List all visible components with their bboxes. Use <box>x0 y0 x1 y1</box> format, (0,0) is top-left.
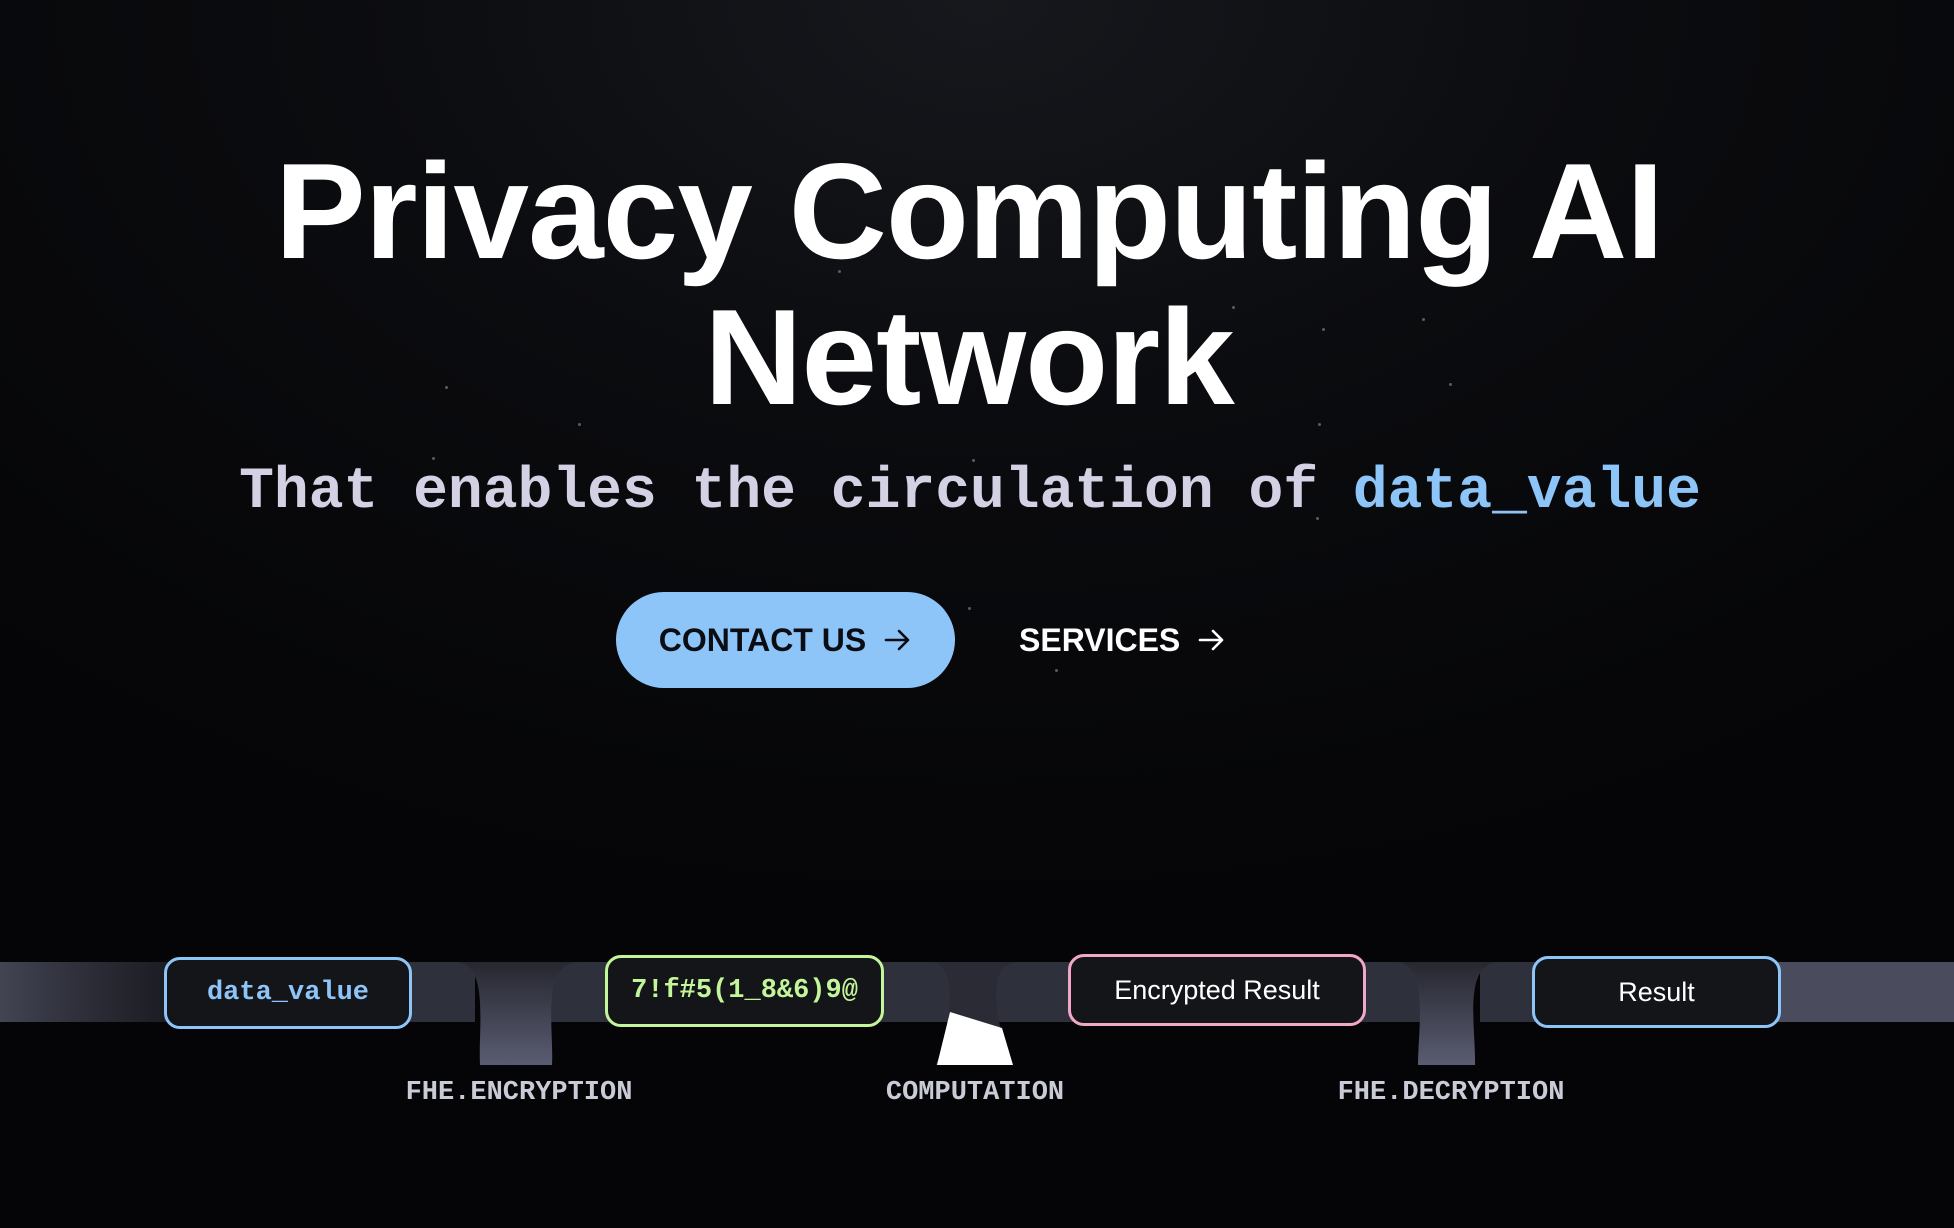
step-label-decryption: FHE.DECRYPTION <box>1337 1078 1565 1108</box>
ciphertext-label: 7!f#5(1_8&6)9@ <box>631 976 858 1006</box>
result-label: Result <box>1618 976 1695 1007</box>
ciphertext-pill: 7!f#5(1_8&6)9@ <box>605 955 884 1027</box>
computation-block <box>937 1012 1013 1065</box>
hero-subtitle: That enables the circulation of data_val… <box>0 458 1954 528</box>
ribbon-segment <box>405 962 475 1022</box>
ribbon-segment <box>878 962 958 1022</box>
cta-row: CONTACT US SERVICES <box>616 592 1226 688</box>
fhe-flow-diagram: data_value 7!f#5(1_8&6)9@ Encrypted Resu… <box>0 940 1954 1140</box>
hero-title-line-2: Network <box>704 281 1235 433</box>
flow-ribbon <box>0 962 1954 1065</box>
ribbon-segment <box>1770 962 1954 1022</box>
hero-title-line-1: Privacy Computing AI <box>274 135 1664 287</box>
encrypted-result-label: Encrypted Result <box>1114 974 1320 1005</box>
subtitle-highlight: data_value <box>1352 460 1701 525</box>
encrypted-result-pill: Encrypted Result <box>1068 954 1366 1026</box>
input-data-label: data_value <box>206 978 370 1008</box>
services-label: SERVICES <box>1019 621 1181 658</box>
arrow-right-icon <box>1198 629 1224 651</box>
services-button[interactable]: SERVICES <box>1019 592 1226 688</box>
result-pill: Result <box>1532 956 1781 1028</box>
subtitle-text: That enables the circulation of <box>239 460 1353 525</box>
hero-title: Privacy Computing AI Network <box>0 138 1954 430</box>
decryption-dip <box>1395 962 1500 1065</box>
contact-us-label: CONTACT US <box>658 621 867 658</box>
encryption-dip <box>455 962 580 1065</box>
step-label-encryption: FHE.ENCRYPTION <box>405 1078 633 1108</box>
step-label-computation: COMPUTATION <box>885 1078 1065 1108</box>
input-data-pill: data_value <box>164 957 412 1029</box>
contact-us-button[interactable]: CONTACT US <box>616 592 955 688</box>
ribbon-segment <box>0 962 170 1022</box>
ribbon-segment <box>990 962 1080 1022</box>
arrow-right-icon <box>884 629 910 651</box>
